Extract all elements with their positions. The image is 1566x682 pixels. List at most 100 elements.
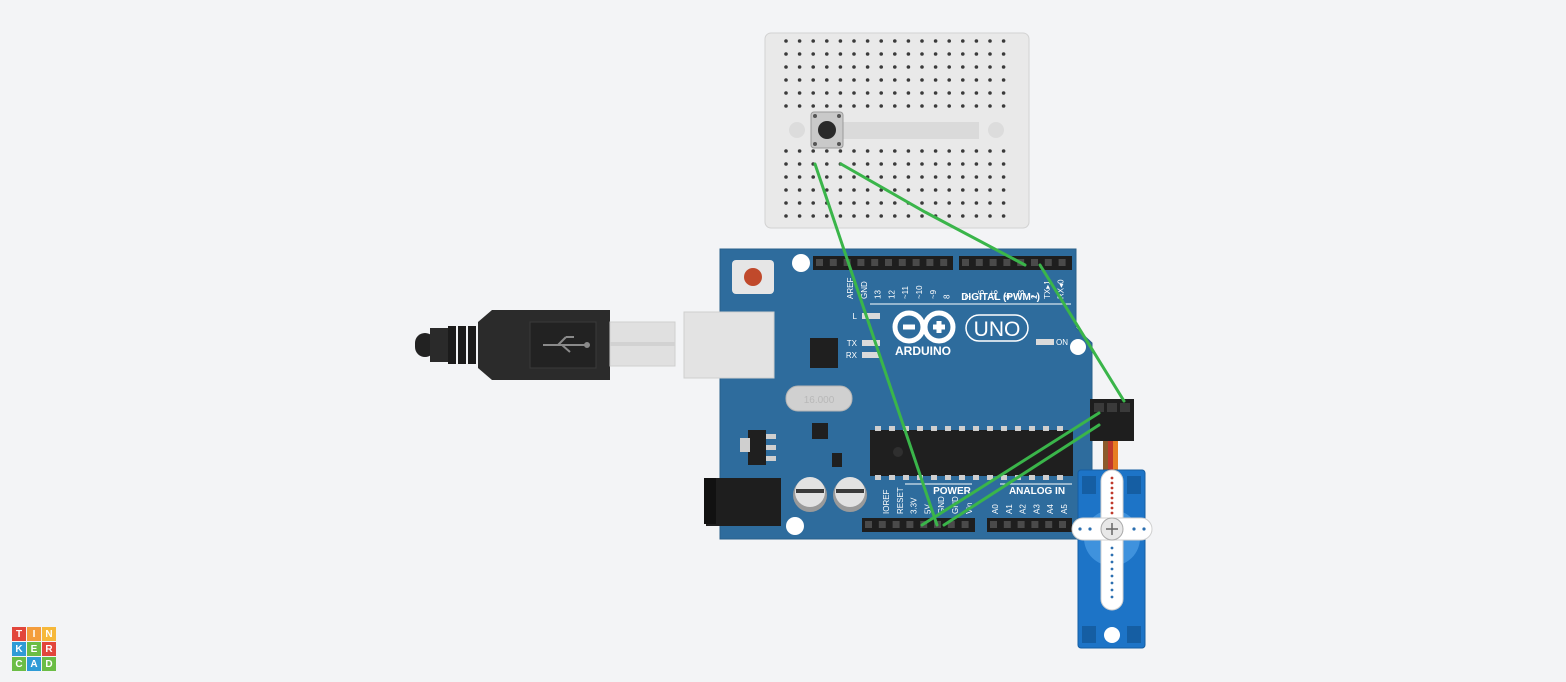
header-pin-socket[interactable] <box>940 259 948 266</box>
breadboard-hole[interactable] <box>906 65 911 69</box>
breadboard-hole[interactable] <box>865 52 870 56</box>
breadboard-hole[interactable] <box>961 65 965 69</box>
breadboard-hole[interactable] <box>974 149 979 153</box>
breadboard-hole[interactable] <box>974 52 979 56</box>
breadboard-hole[interactable] <box>920 91 924 95</box>
breadboard-hole[interactable] <box>920 149 924 153</box>
header-pin-socket[interactable] <box>947 521 955 528</box>
breadboard-hole[interactable] <box>947 149 951 153</box>
breadboard-hole[interactable] <box>974 175 979 179</box>
pushbutton[interactable] <box>810 111 844 149</box>
breadboard-hole[interactable] <box>852 175 856 179</box>
breadboard-hole[interactable] <box>947 201 951 205</box>
breadboard-hole[interactable] <box>784 91 788 95</box>
header-pin-socket[interactable] <box>892 521 900 528</box>
breadboard-hole[interactable] <box>893 188 897 192</box>
breadboard-hole[interactable] <box>988 175 992 179</box>
breadboard-hole[interactable] <box>893 78 897 82</box>
breadboard-hole[interactable] <box>879 214 883 218</box>
breadboard-hole[interactable] <box>933 149 938 153</box>
breadboard-hole[interactable] <box>920 201 924 205</box>
breadboard-hole[interactable] <box>920 65 924 69</box>
breadboard-hole[interactable] <box>797 65 802 69</box>
breadboard-hole[interactable] <box>893 214 897 218</box>
breadboard-hole[interactable] <box>879 201 883 205</box>
breadboard-hole[interactable] <box>825 188 829 192</box>
breadboard-hole[interactable] <box>865 104 870 108</box>
breadboard-hole[interactable] <box>893 52 897 56</box>
breadboard-hole[interactable] <box>920 175 924 179</box>
breadboard-hole[interactable] <box>893 91 897 95</box>
breadboard-hole[interactable] <box>784 149 788 153</box>
breadboard-hole[interactable] <box>988 39 992 43</box>
breadboard-hole[interactable] <box>974 78 979 82</box>
breadboard-hole[interactable] <box>961 201 965 205</box>
breadboard-hole[interactable] <box>825 214 829 218</box>
breadboard-hole[interactable] <box>797 52 802 56</box>
header-pin-socket[interactable] <box>816 259 823 266</box>
breadboard-hole[interactable] <box>1001 39 1006 43</box>
breadboard-hole[interactable] <box>920 52 924 56</box>
breadboard-hole[interactable] <box>879 149 883 153</box>
breadboard-hole[interactable] <box>974 201 979 205</box>
breadboard-hole[interactable] <box>893 39 897 43</box>
wire-button-gnd[interactable] <box>813 162 939 527</box>
breadboard-hole[interactable] <box>838 39 843 43</box>
servo-horn[interactable] <box>1071 469 1153 611</box>
breadboard-hole[interactable] <box>852 104 856 108</box>
breadboard-hole[interactable] <box>825 149 829 153</box>
breadboard-hole[interactable] <box>852 149 856 153</box>
breadboard-hole[interactable] <box>811 175 815 179</box>
header-pin-socket[interactable] <box>990 521 997 528</box>
breadboard-hole[interactable] <box>933 78 938 82</box>
breadboard-hole[interactable] <box>1001 188 1006 192</box>
breadboard-hole[interactable] <box>1001 65 1006 69</box>
wire-button-pin2[interactable] <box>839 162 1027 267</box>
header-pin-socket[interactable] <box>962 259 969 266</box>
breadboard-hole[interactable] <box>947 175 951 179</box>
breadboard-hole[interactable] <box>974 214 979 218</box>
breadboard-hole[interactable] <box>893 162 897 166</box>
breadboard-hole[interactable] <box>838 65 843 69</box>
arduino-uno-board[interactable]: 16.000 ARDUINO UNO L TX <box>683 248 1093 540</box>
breadboard-hole[interactable] <box>933 104 938 108</box>
breadboard-hole[interactable] <box>865 39 870 43</box>
breadboard-hole[interactable] <box>1001 175 1006 179</box>
breadboard-hole[interactable] <box>811 78 815 82</box>
breadboard-hole[interactable] <box>961 162 965 166</box>
breadboard-hole[interactable] <box>988 52 992 56</box>
breadboard-hole[interactable] <box>838 201 843 205</box>
breadboard-hole[interactable] <box>852 162 856 166</box>
breadboard-hole[interactable] <box>865 201 870 205</box>
breadboard-hole[interactable] <box>852 39 856 43</box>
breadboard-hole[interactable] <box>893 65 897 69</box>
header-pin-socket[interactable] <box>989 259 997 266</box>
breadboard-hole[interactable] <box>893 175 897 179</box>
breadboard-hole[interactable] <box>961 188 965 192</box>
breadboard-hole[interactable] <box>797 104 802 108</box>
breadboard-hole[interactable] <box>797 175 802 179</box>
header-pin-socket[interactable] <box>926 259 934 266</box>
breadboard-hole[interactable] <box>797 78 802 82</box>
breadboard-hole[interactable] <box>893 104 897 108</box>
breadboard-hole[interactable] <box>784 52 788 56</box>
breadboard-hole[interactable] <box>906 149 911 153</box>
breadboard-hole[interactable] <box>879 65 883 69</box>
breadboard-hole[interactable] <box>933 65 938 69</box>
breadboard-hole[interactable] <box>784 188 788 192</box>
tinkercad-logo[interactable]: T I N K E R C A D <box>12 627 56 671</box>
breadboard-hole[interactable] <box>797 149 802 153</box>
breadboard-hole[interactable] <box>961 149 965 153</box>
breadboard-hole[interactable] <box>838 91 843 95</box>
breadboard-hole[interactable] <box>920 104 924 108</box>
breadboard-hole[interactable] <box>784 175 788 179</box>
breadboard-hole[interactable] <box>825 52 829 56</box>
breadboard-hole[interactable] <box>906 104 911 108</box>
breadboard-hole[interactable] <box>1001 162 1006 166</box>
header-pin-socket[interactable] <box>906 521 914 528</box>
header-pin-socket[interactable] <box>1045 521 1053 528</box>
breadboard-hole[interactable] <box>988 149 992 153</box>
breadboard-hole[interactable] <box>988 104 992 108</box>
breadboard-hole[interactable] <box>961 52 965 56</box>
breadboard-hole[interactable] <box>947 162 951 166</box>
